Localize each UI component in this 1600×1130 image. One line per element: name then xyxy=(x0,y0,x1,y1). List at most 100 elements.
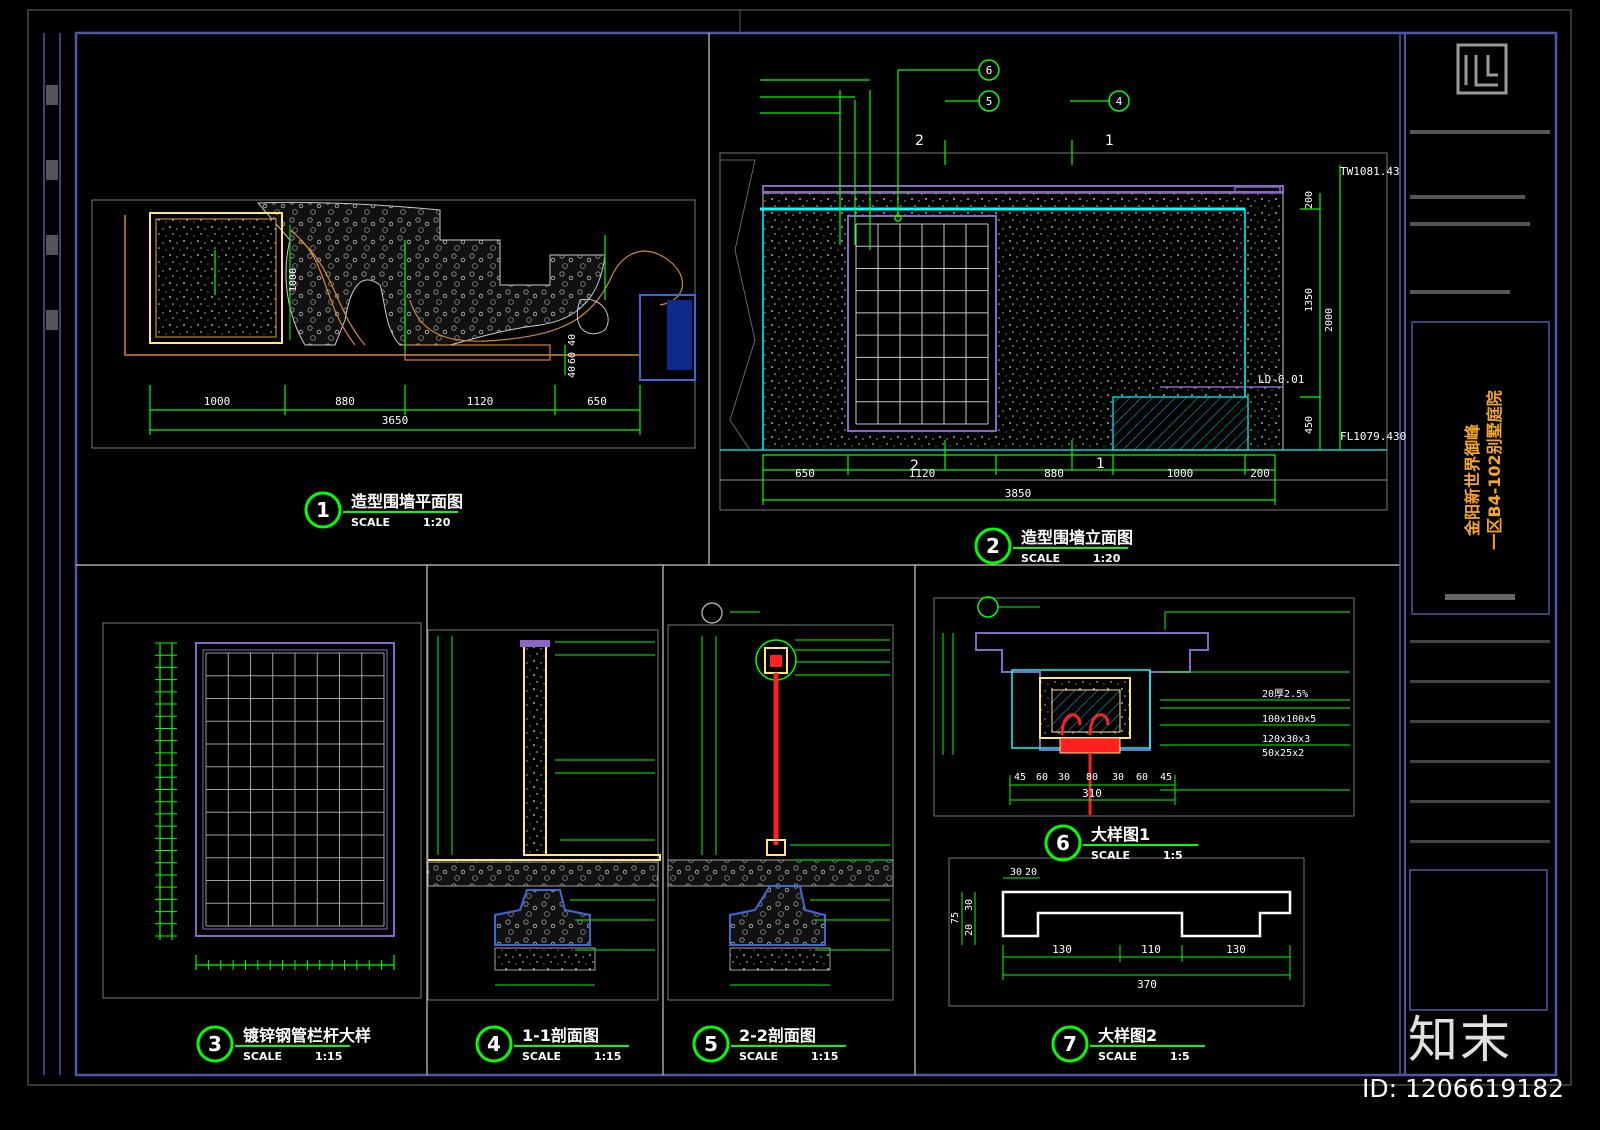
drawing-number: 5 xyxy=(704,1032,718,1056)
callout-mark-5: 5 xyxy=(986,95,993,108)
railing-detail-drawing xyxy=(102,622,422,999)
elevation-drawing: 6 5 4 2 1 2 1 TW1081.43 FL1079.430 LD-0.… xyxy=(719,59,1406,511)
drawing-number-circle xyxy=(692,1025,730,1063)
drawing-title: 造型围墙立面图 xyxy=(1021,528,1133,547)
drawing-number: 3 xyxy=(208,1032,222,1056)
company-logo xyxy=(1456,43,1508,95)
elev-dim-2: 1120 xyxy=(909,467,936,480)
drawing-title: 2-2剖面图 xyxy=(739,1026,816,1045)
drawing-number: 6 xyxy=(1056,831,1070,855)
drawing-scale-value: 1:15 xyxy=(811,1050,838,1063)
project-title: 金阳新世界御峰 xyxy=(1463,423,1482,537)
drawing-title: 造型围墙平面图 xyxy=(351,492,463,511)
detail6-dim: 45 xyxy=(1160,772,1172,783)
drawing-scale-value: 1:20 xyxy=(1093,552,1121,565)
drawing-title: 1-1剖面图 xyxy=(522,1026,599,1045)
section-mark-2-top: 2 xyxy=(915,133,924,149)
drawing-title: 镀锌钢管栏杆大样 xyxy=(243,1026,371,1045)
drawing-scale-label: SCALE xyxy=(243,1050,282,1063)
elev-side-dim-4: 450 xyxy=(1304,416,1315,434)
detail6-note-2: 100x100x5 xyxy=(1262,714,1316,725)
drawing-scale-label: SCALE xyxy=(1021,552,1060,565)
detail6-dim: 30 xyxy=(1112,772,1124,783)
section-mark-2-bottom: 2 xyxy=(910,458,919,474)
elevation-railing-grid xyxy=(855,223,989,425)
section-mark-1-top: 1 xyxy=(1105,133,1114,149)
detail6-dim: 60 xyxy=(1036,772,1048,783)
detail7-dim-2: 110 xyxy=(1141,943,1161,956)
detail6-dim: 30 xyxy=(1058,772,1070,783)
plan-side-dim-2: 40 xyxy=(567,334,578,346)
drawing-number-circle xyxy=(1044,824,1082,862)
detail6-note-3: 120x30x3 xyxy=(1262,734,1310,745)
plan-side-dim-4: 40 xyxy=(567,366,578,378)
elevation-top-level: TW1081.43 xyxy=(1340,165,1400,178)
drawing-title: 大样图2 xyxy=(1098,1026,1157,1045)
detail6-note-4: 50x25x2 xyxy=(1262,748,1304,759)
drawing-number-circle xyxy=(1051,1025,1089,1063)
plan-dim-total: 3650 xyxy=(382,414,409,427)
detail7-dim-total: 370 xyxy=(1137,978,1157,991)
elev-dim-1: 650 xyxy=(795,467,815,480)
title-block: 金阳新世界御峰 一区B4-102别墅庭院 xyxy=(1399,32,1557,1076)
drawing-scale-label: SCALE xyxy=(522,1050,561,1063)
section-2-2-drawing xyxy=(667,602,894,1001)
elev-dim-total: 3850 xyxy=(1005,487,1032,500)
elev-dim-3: 880 xyxy=(1044,467,1064,480)
detail7-top-dim-2: 20 xyxy=(1025,867,1037,878)
plan-drawing: 1000 880 1120 650 3650 1000 40 60 40 xyxy=(91,199,696,449)
watermark-id: ID: 1206619182 xyxy=(1362,1074,1565,1103)
detail7-side-dim-1: 75 xyxy=(950,912,961,924)
elev-dim-4: 1000 xyxy=(1167,467,1194,480)
drawing-title: 大样图1 xyxy=(1091,825,1150,844)
drawing-scale-label: SCALE xyxy=(351,516,390,529)
watermark-logo: 知末 xyxy=(1408,1011,1512,1069)
detail7-side-dim-3: 20 xyxy=(964,924,975,936)
drawing-scale-label: SCALE xyxy=(739,1050,778,1063)
drawing-scale-value: 1:15 xyxy=(315,1050,342,1063)
plan-dim-2: 880 xyxy=(335,395,355,408)
elev-side-dim-2: 1350 xyxy=(1304,288,1315,312)
detail7-top-dim-1: 30 xyxy=(1010,867,1022,878)
drawing-scale-value: 1:15 xyxy=(594,1050,621,1063)
elev-dim-5: 200 xyxy=(1250,467,1270,480)
detail7-dim-1: 130 xyxy=(1052,943,1072,956)
detail6-note-1: 20厚2.5% xyxy=(1262,688,1308,700)
railing-grid xyxy=(205,652,385,927)
elev-side-dim-1: 200 xyxy=(1304,191,1315,209)
callout-mark-6: 6 xyxy=(986,64,993,77)
detail-1-dimensions: 45 60 30 80 30 60 45 xyxy=(1014,772,1172,783)
project-subtitle: 一区B4-102别墅庭院 xyxy=(1485,390,1504,549)
section-mark-1-bottom: 1 xyxy=(1096,456,1105,472)
plan-dim-4: 650 xyxy=(587,395,607,408)
left-margin-strip xyxy=(43,33,61,1075)
drawing-scale-value: 1:5 xyxy=(1170,1050,1190,1063)
callout-mark-4: 4 xyxy=(1116,95,1123,108)
plan-side-dim-3: 60 xyxy=(567,352,578,364)
drawing-number-circle xyxy=(475,1025,513,1063)
detail6-dim: 60 xyxy=(1136,772,1148,783)
detail7-side-dim-2: 30 xyxy=(964,899,975,911)
section-1-1-drawing xyxy=(427,629,661,1001)
elev-side-dim-3: 2000 xyxy=(1324,308,1335,332)
detail6-dim: 80 xyxy=(1086,772,1098,783)
detail7-dim-3: 130 xyxy=(1226,943,1246,956)
drawing-number-circle xyxy=(196,1025,234,1063)
drawing-number-circle xyxy=(304,491,342,529)
detail-2-drawing: 130 110 130 370 75 30 20 30 20 xyxy=(948,857,1305,1007)
drawing-number: 4 xyxy=(487,1032,501,1056)
drawing-number: 2 xyxy=(986,534,1000,558)
detail6-dim-total: 310 xyxy=(1082,787,1102,800)
elevation-small-level: LD-0.01 xyxy=(1258,373,1304,386)
drawing-number: 7 xyxy=(1063,1032,1077,1056)
drawing-number: 1 xyxy=(316,498,330,522)
drawing-scale-label: SCALE xyxy=(1091,849,1130,862)
detail6-dim: 45 xyxy=(1014,772,1026,783)
elevation-bottom-level: FL1079.430 xyxy=(1340,430,1406,443)
plan-dim-3: 1120 xyxy=(467,395,494,408)
plan-side-dim-1: 1000 xyxy=(288,268,299,292)
drawing-scale-label: SCALE xyxy=(1098,1050,1137,1063)
detail-1-drawing: 45 60 30 80 30 60 45 310 20厚2.5% 100x100x5 120… xyxy=(933,596,1355,817)
